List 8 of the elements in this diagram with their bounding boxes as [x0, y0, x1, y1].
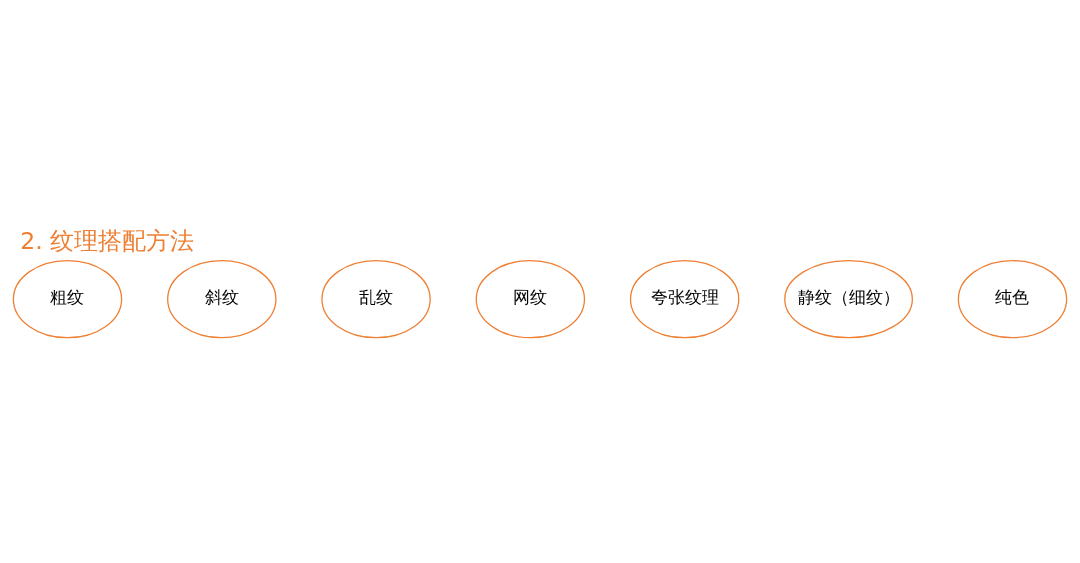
node-ellipse: 粗纹	[12, 259, 123, 338]
node-ellipse: 网纹	[475, 259, 586, 338]
diagram-title: 2. 纹理搭配方法	[20, 226, 195, 255]
node-ellipse: 乱纹	[321, 259, 431, 338]
node-ellipse: 纯色	[957, 259, 1068, 338]
node-ellipse: 静纹（细纹）	[784, 259, 913, 338]
node-ellipse: 斜纹	[167, 259, 277, 338]
node-ellipse: 夸张纹理	[629, 259, 740, 338]
